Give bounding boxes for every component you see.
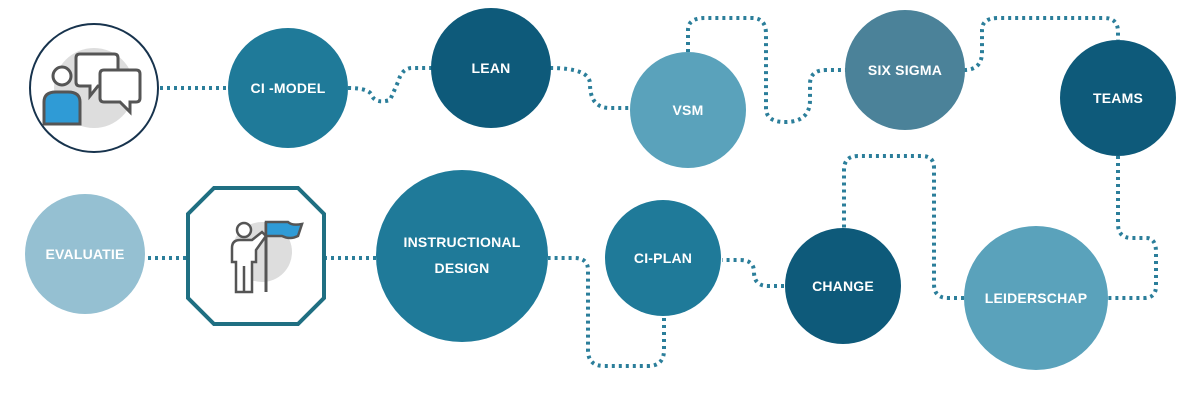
person-flag-icon xyxy=(230,220,304,294)
start-node xyxy=(29,23,159,153)
node-evaluatie-label: EVALUATIE xyxy=(45,246,124,262)
node-teams-label: TEAMS xyxy=(1093,90,1143,106)
node-six-sigma-label: SIX SIGMA xyxy=(868,62,942,78)
node-ci-plan-label: CI-PLAN xyxy=(634,250,692,266)
node-teams: TEAMS xyxy=(1060,40,1176,156)
node-instructional-design-label-line2: DESIGN xyxy=(435,260,490,276)
path-lean-to-vsm xyxy=(549,66,630,110)
node-vsm: VSM xyxy=(630,52,746,168)
node-leiderschap: LEIDERSCHAP xyxy=(964,226,1108,370)
node-vsm-label: VSM xyxy=(673,102,704,118)
path-ci-plan-to-instructional xyxy=(548,256,666,368)
node-evaluatie: EVALUATIE xyxy=(25,194,145,314)
path-vsm-to-six-sigma xyxy=(686,16,846,125)
people-chat-icon xyxy=(42,52,142,126)
node-instructional-design-label-line1: INSTRUCTIONAL xyxy=(404,234,521,250)
path-ci-model-to-lean xyxy=(347,66,432,104)
node-six-sigma: SIX SIGMA xyxy=(845,10,965,130)
node-ci-plan: CI-PLAN xyxy=(605,200,721,316)
path-change-to-ci-plan xyxy=(722,258,784,288)
connector-paths xyxy=(146,16,1158,368)
node-lean-label: LEAN xyxy=(472,60,511,76)
node-ci-model-label: CI -MODEL xyxy=(251,80,326,96)
node-lean: LEAN xyxy=(431,8,551,128)
path-teams-to-leiderschap xyxy=(1108,156,1158,300)
flag-node xyxy=(186,186,326,326)
path-six-sigma-to-teams xyxy=(963,16,1120,72)
node-instructional-design: INSTRUCTIONAL DESIGN xyxy=(376,170,548,342)
node-leiderschap-label: LEIDERSCHAP xyxy=(985,290,1088,306)
node-ci-model: CI -MODEL xyxy=(228,28,348,148)
node-change: CHANGE xyxy=(785,228,901,344)
node-change-label: CHANGE xyxy=(812,278,874,294)
